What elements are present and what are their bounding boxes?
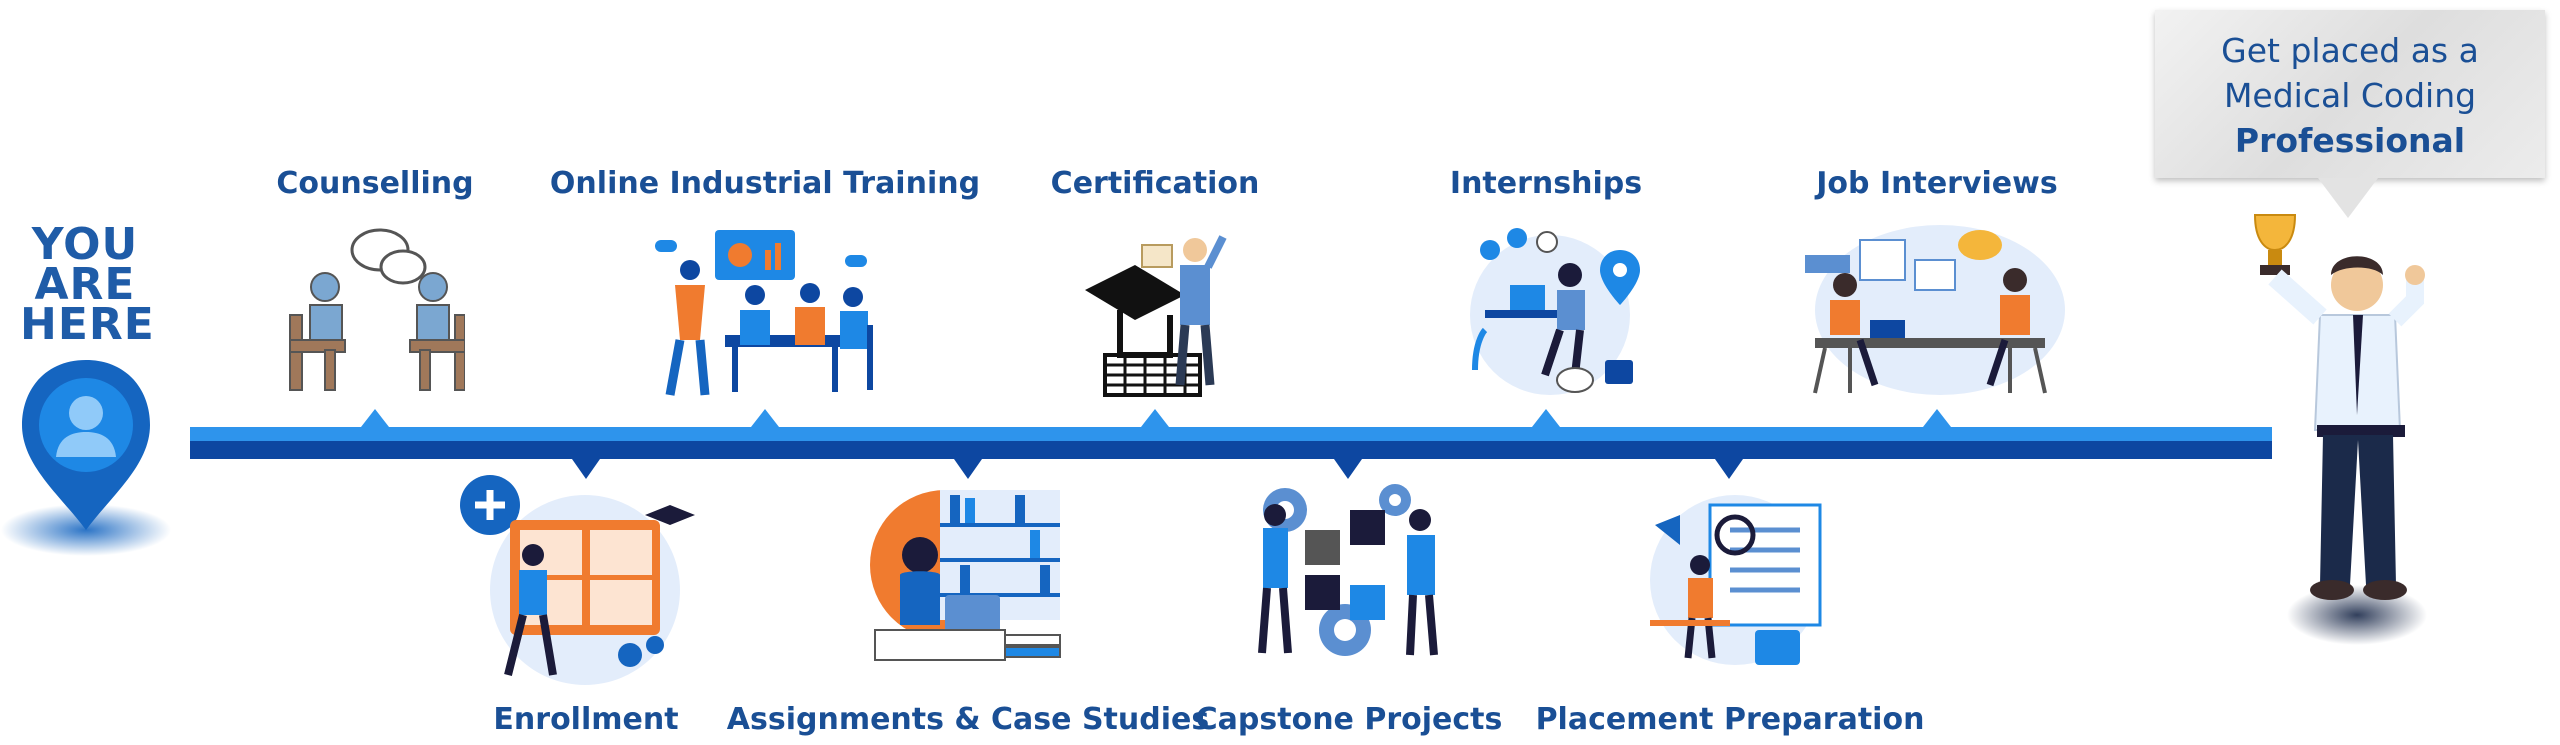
interview-icon — [1805, 225, 2065, 395]
goal-line-1: Get placed as a — [2221, 31, 2479, 70]
notch-down — [1334, 459, 1362, 479]
capstone-icon — [1258, 484, 1438, 656]
step-label-counselling: Counselling — [276, 166, 474, 201]
step-label-capstone-projects: Capstone Projects — [1195, 702, 1503, 737]
assignments-icon — [870, 490, 1061, 661]
goal-speech-bubble — [2155, 10, 2545, 178]
are-word: ARE — [34, 259, 136, 310]
step-label-certification: Certification — [1050, 166, 1260, 201]
you-are-here-text: YOU ARE HERE — [20, 219, 155, 350]
training-icon — [655, 230, 873, 396]
step-label-job-interviews: Job Interviews — [1816, 166, 2058, 201]
enrollment-icon — [460, 475, 695, 685]
step-label-enrollment: Enrollment — [493, 702, 679, 737]
goal-speech-tail — [2318, 178, 2378, 218]
you-word: YOU — [31, 219, 139, 270]
goal-line-2: Medical Coding — [2223, 76, 2477, 115]
goal-text: Get placed as a Medical Coding Professio… — [2155, 28, 2545, 163]
notch-up — [751, 409, 779, 427]
notch-down — [1715, 459, 1743, 479]
timeline-bar-bottom — [190, 441, 2272, 459]
notch-down — [954, 459, 982, 479]
notch-up — [361, 409, 389, 427]
counselling-icon — [289, 228, 465, 391]
notch-down — [572, 459, 600, 479]
step-label-online-industrial-training: Online Industrial Training — [549, 166, 981, 201]
certification-icon — [1085, 235, 1227, 397]
here-word: HERE — [20, 299, 155, 350]
step-label-assignments-case-studies: Assignments & Case Studies — [726, 702, 1210, 737]
goal-line-3: Professional — [2234, 121, 2466, 160]
professional-with-trophy-icon — [2253, 214, 2427, 645]
notch-up — [1532, 409, 1560, 427]
step-label-internships: Internships — [1449, 166, 1643, 201]
notch-up — [1141, 409, 1169, 427]
placement-icon — [1650, 495, 1822, 665]
notch-up — [1923, 409, 1951, 427]
timeline-bar-top — [190, 427, 2272, 441]
internship-icon — [1470, 228, 1640, 395]
location-pin-icon — [1, 360, 171, 556]
step-label-placement-preparation: Placement Preparation — [1535, 702, 1925, 737]
